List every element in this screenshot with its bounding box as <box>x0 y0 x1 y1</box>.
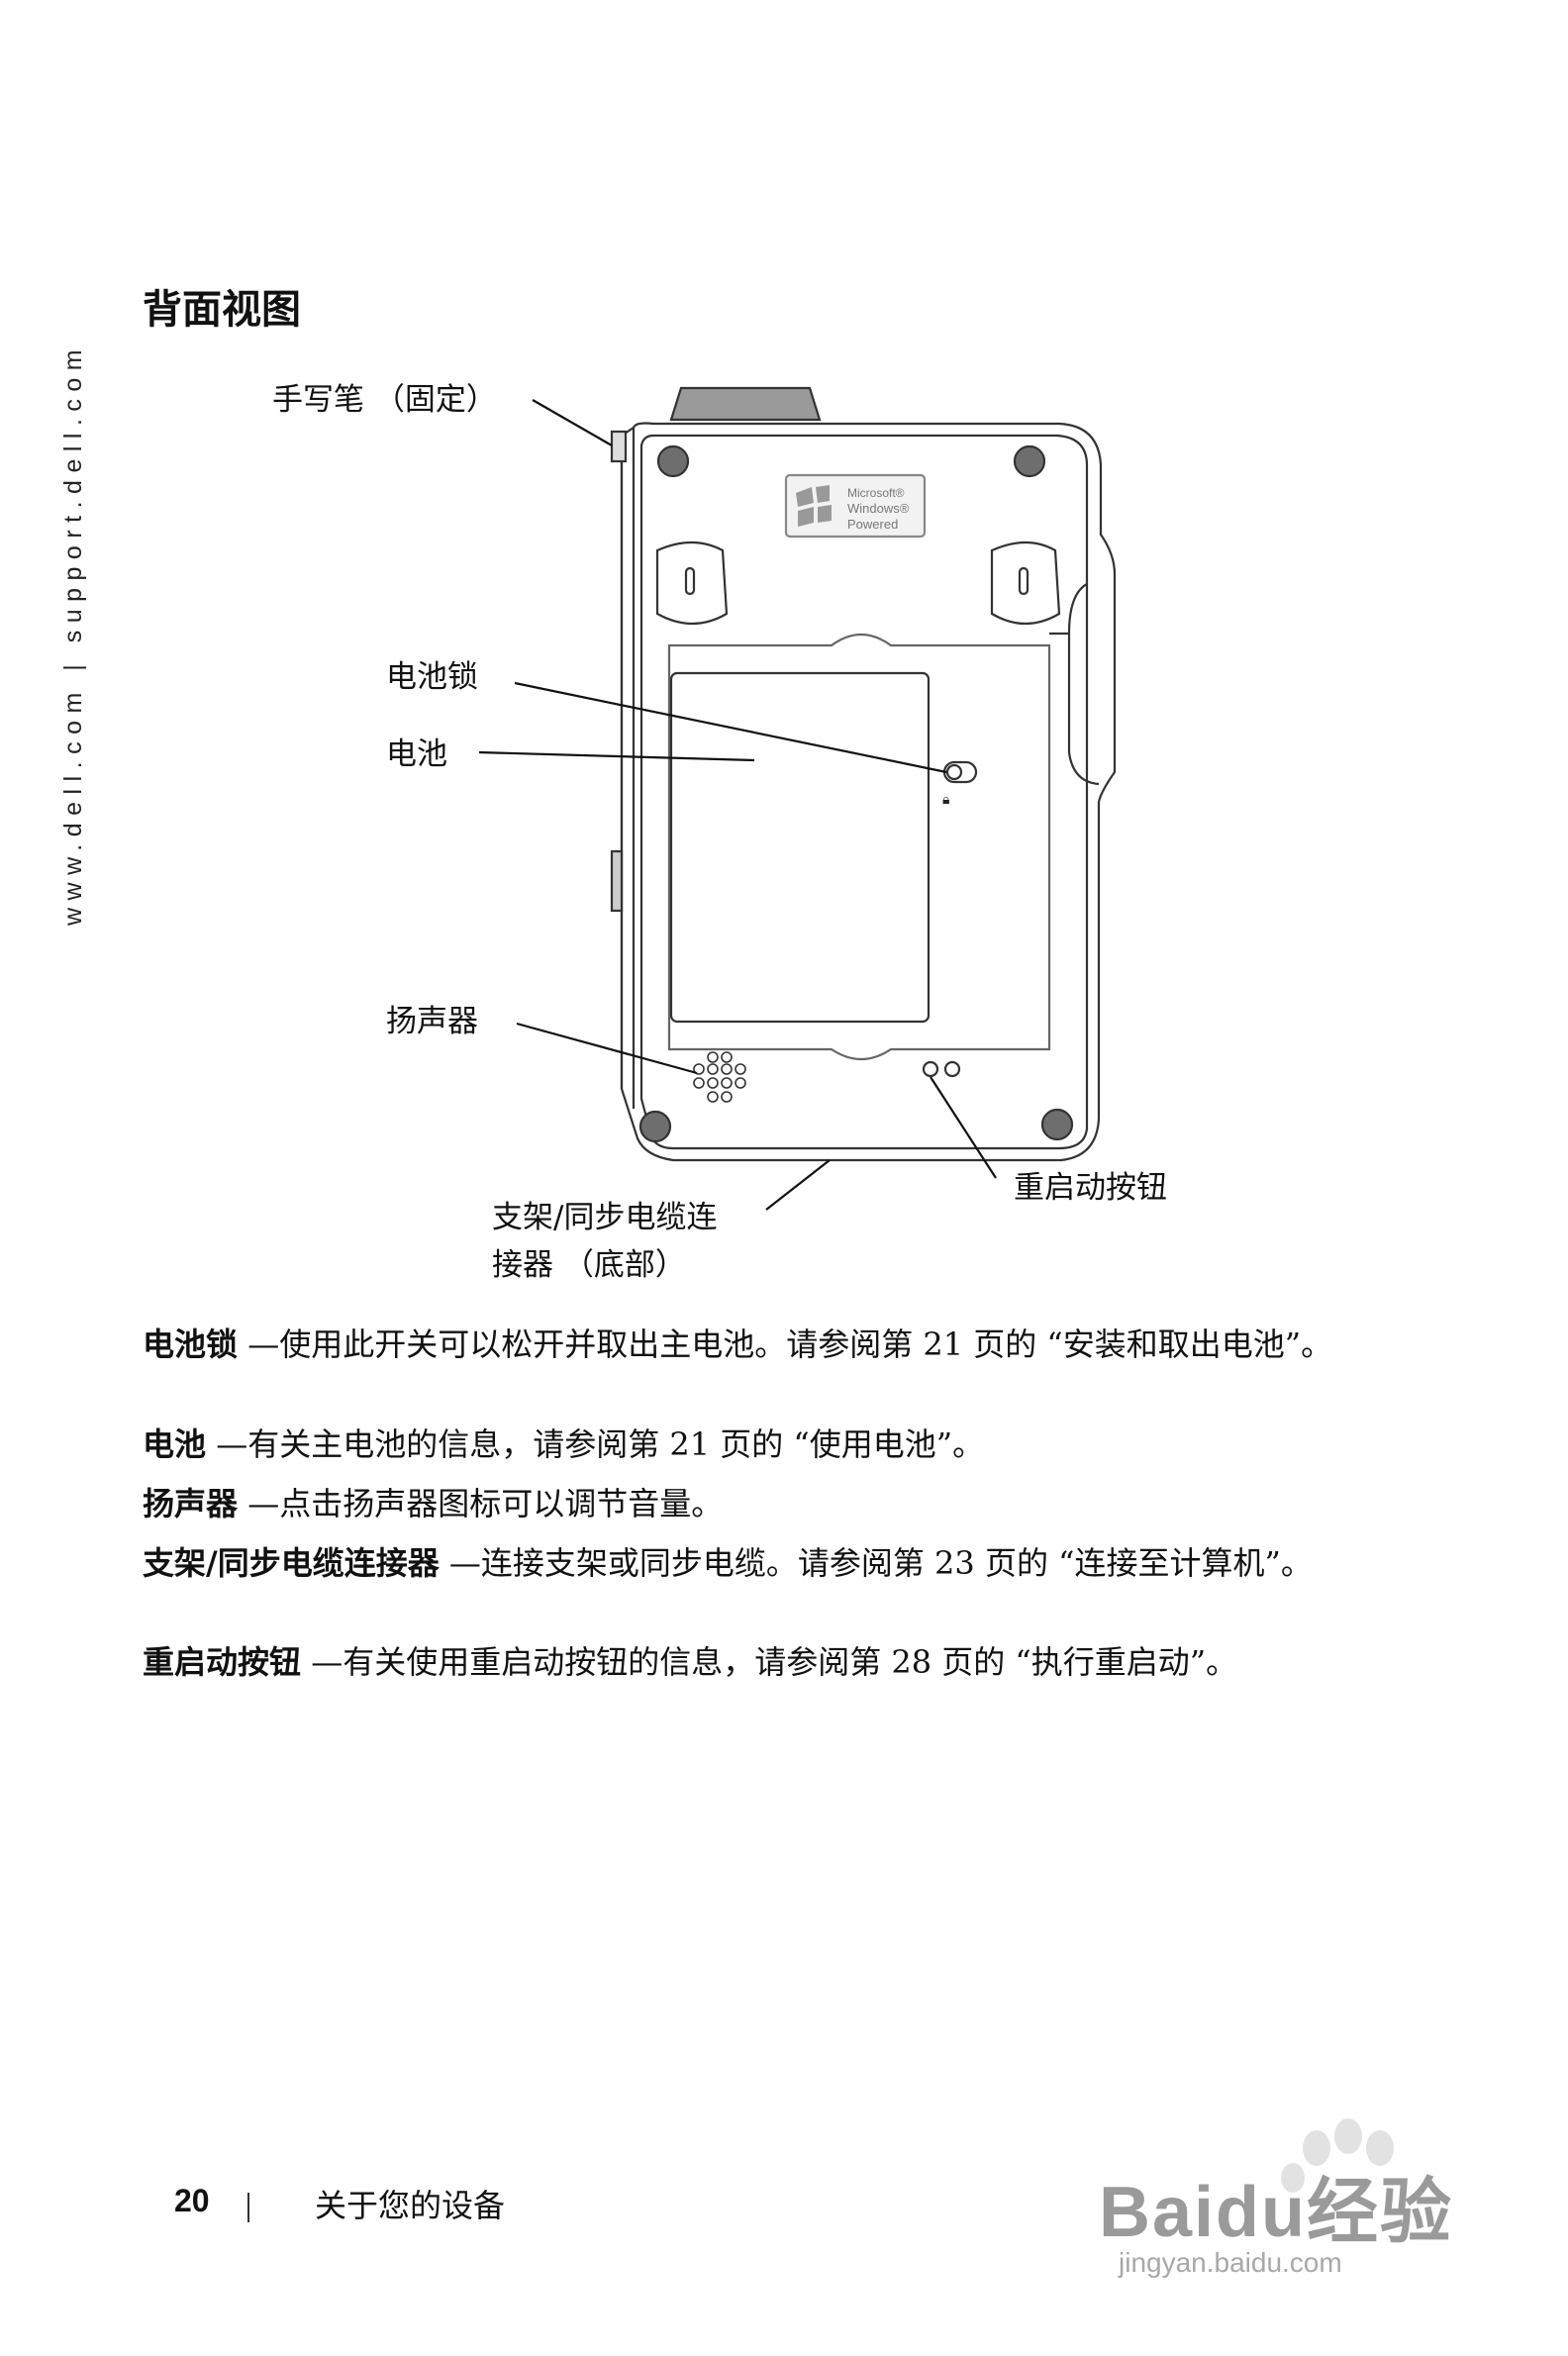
term: 扬声器 <box>143 1485 239 1522</box>
desc-text: —点击扬声器图标可以调节音量。 <box>238 1485 724 1522</box>
footer-divider <box>247 2193 249 2222</box>
battery-well <box>667 634 1051 1060</box>
desc-text: —有关主电池的信息，请参阅第 21 页的 “使用电池”。 <box>206 1425 985 1463</box>
callout-reset: 重启动按钮 <box>1014 1170 1167 1206</box>
desc-battery: 电池 —有关主电池的信息，请参阅第 21 页的 “使用电池”。 <box>143 1422 1370 1467</box>
callout-battery-lock: 电池锁 <box>386 659 478 695</box>
term: 电池锁 <box>143 1325 239 1363</box>
desc-battery-lock: 电池锁 —使用此开关可以松开并取出主电池。请参阅第 21 页的 “安装和取出电池… <box>143 1322 1370 1367</box>
term: 重启动按钮 <box>143 1643 302 1681</box>
section-title: 背面视图 <box>143 287 301 333</box>
device-back-illustration: 🔒︎ Microsoft® Windows® Powered <box>478 386 1117 1211</box>
svg-text:🔒︎: 🔒︎ <box>942 792 949 808</box>
callout-battery: 电池 <box>386 736 447 772</box>
right-slot <box>990 540 1061 625</box>
desc-reset-button: 重启动按钮 —有关使用重启动按钮的信息，请参阅第 28 页的 “执行重启动”。 <box>143 1639 1370 1685</box>
page-number: 20 <box>174 2183 210 2218</box>
watermark-url: jingyan.baidu.com <box>1119 2247 1342 2278</box>
watermark-text: Baidu经验 <box>1099 2173 1454 2252</box>
foot-top-left <box>656 444 690 478</box>
battery-pack <box>669 671 931 1024</box>
term: 支架/同步电缆连接器 <box>143 1544 440 1582</box>
reset-button <box>922 1060 939 1078</box>
baidu-paw-icon <box>1281 2118 1394 2193</box>
callout-cradle-line1: 支架/同步电缆连 <box>492 1200 718 1235</box>
left-slot <box>655 540 729 625</box>
desc-text: —连接支架或同步电缆。请参阅第 23 页的 “连接至计算机”。 <box>439 1544 1313 1582</box>
foot-bottom-right <box>1040 1108 1074 1141</box>
chapter-title: 关于您的设备 <box>315 2187 506 2224</box>
desc-speaker: 扬声器 —点击扬声器图标可以调节音量。 <box>143 1481 1370 1526</box>
desc-text: —使用此开关可以松开并取出主电池。请参阅第 21 页的 “安装和取出电池”。 <box>238 1325 1333 1363</box>
callout-cradle-line2: 接器 （底部） <box>492 1247 686 1283</box>
stylus-top <box>669 386 822 422</box>
desc-text: —有关使用重启动按钮的信息，请参阅第 28 页的 “执行重启动”。 <box>301 1643 1238 1681</box>
desc-cradle-connector: 支架/同步电缆连接器 —连接支架或同步电缆。请参阅第 23 页的 “连接至计算机… <box>143 1540 1370 1586</box>
logo-line-2: Windows® <box>847 501 910 516</box>
callout-speaker: 扬声器 <box>386 1004 478 1039</box>
callout-stylus: 手写笔 （固定） <box>272 382 497 418</box>
logo-line-1: Microsoft® <box>847 486 905 500</box>
foot-top-right <box>1013 444 1046 478</box>
device-face <box>639 434 1089 1150</box>
speaker-grille <box>693 1051 746 1103</box>
foot-bottom-left <box>638 1110 672 1143</box>
logo-line-3: Powered <box>847 517 898 532</box>
term: 电池 <box>143 1425 207 1463</box>
